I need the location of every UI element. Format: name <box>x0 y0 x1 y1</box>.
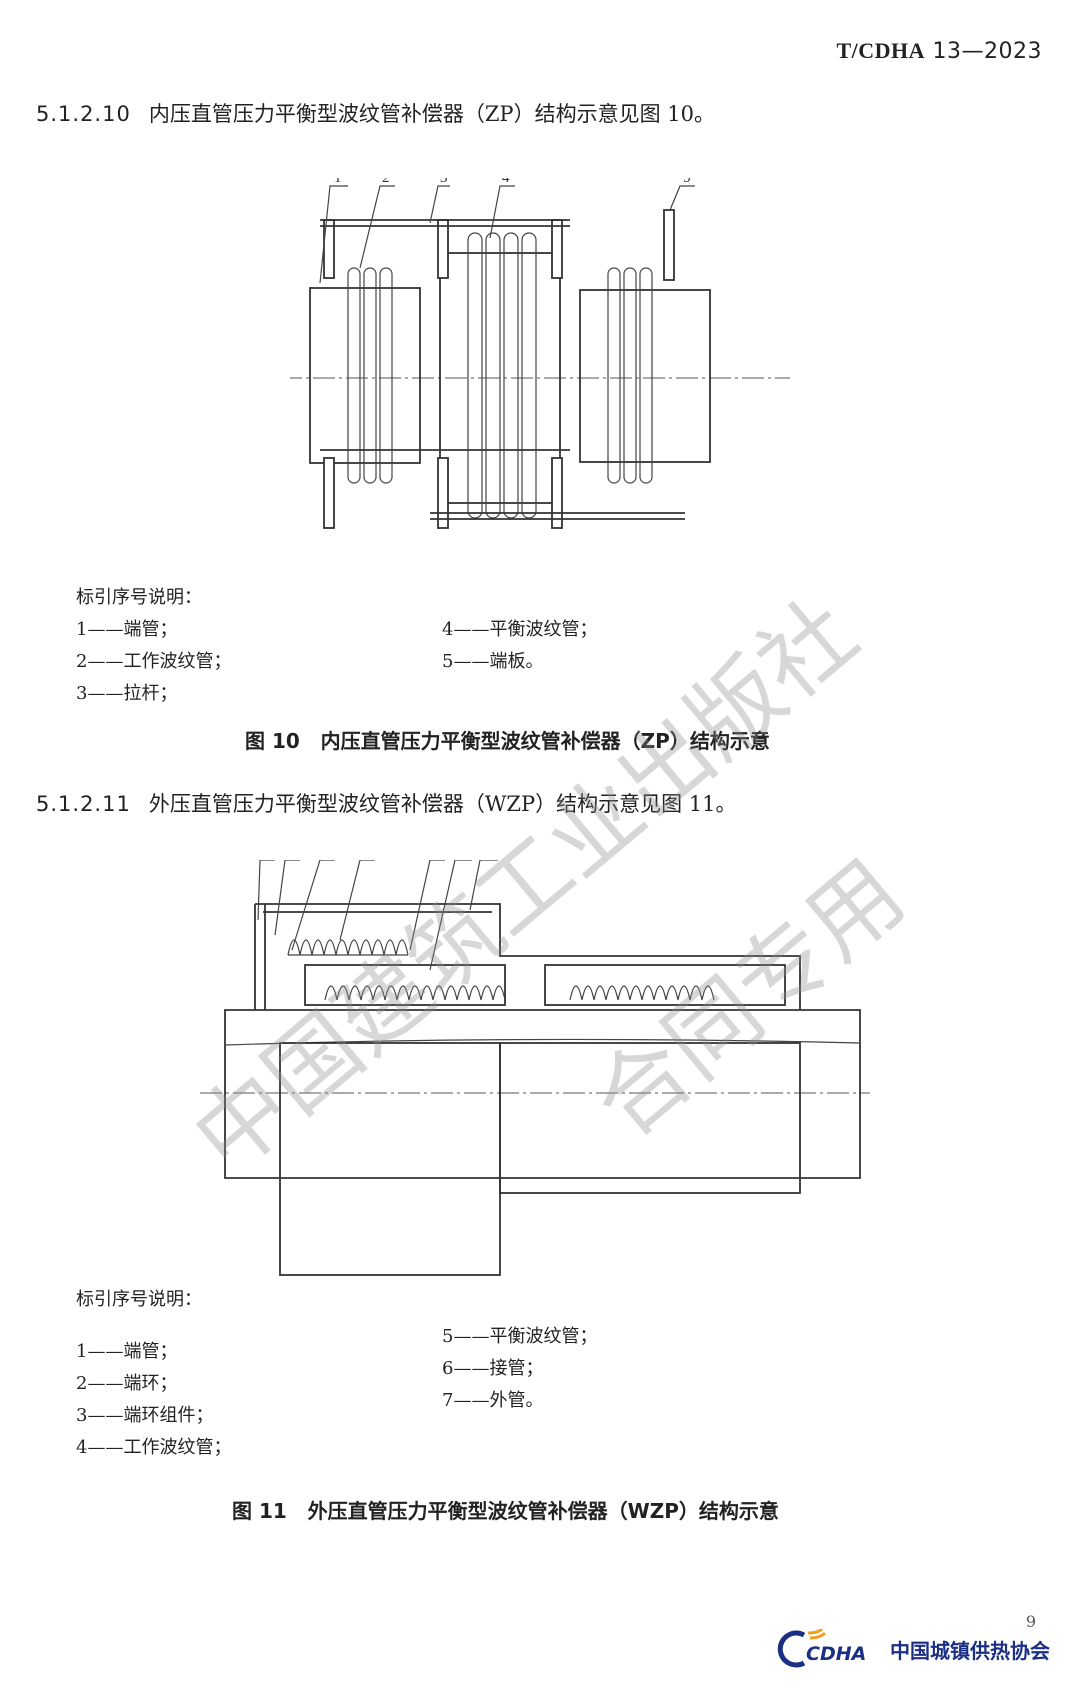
figure-11-caption: 图 11 外压直管压力平衡型波纹管补偿器（WZP）结构示意 <box>232 1499 779 1523</box>
callout-5: 5 <box>683 178 691 186</box>
page-number: 9 <box>1025 1612 1036 1631</box>
doc-code-year: 13—2023 <box>932 39 1042 64</box>
cdha-logo-icon: CDHA <box>777 1629 866 1668</box>
end-pipe-left <box>309 287 421 464</box>
callout-2: 2 <box>382 178 390 186</box>
legend-item: 4——平衡波纹管； <box>442 619 598 640</box>
inner-pipe <box>224 1009 861 1179</box>
clause-5-1-2-11: 5.1.2.11 外压直管压力平衡型波纹管补偿器（WZP）结构示意见图 11。 <box>36 788 737 818</box>
flange-mid-right-top <box>551 219 563 279</box>
callout-4: 4 <box>363 860 371 862</box>
clause-text: 外压直管压力平衡型波纹管补偿器（WZP）结构示意见图 11。 <box>148 792 737 816</box>
callout-6: 6 <box>458 860 466 862</box>
figure-10-caption: 图 10 内压直管压力平衡型波纹管补偿器（ZP）结构示意 <box>245 729 770 753</box>
callout-2: 2 <box>290 860 298 862</box>
working-bellows <box>287 939 409 956</box>
balance-bellows <box>324 985 506 1001</box>
callout-5: 5 <box>433 860 441 862</box>
clause-number: 5.1.2.11 <box>36 792 131 816</box>
clause-5-1-2-10: 5.1.2.10 内压直管压力平衡型波纹管补偿器（ZP）结构示意见图 10。 <box>36 98 715 128</box>
legend-item: 7——外管。 <box>442 1390 544 1411</box>
clause-text: 内压直管压力平衡型波纹管补偿器（ZP）结构示意见图 10。 <box>148 102 715 126</box>
org-name: 中国城镇供热协会 <box>890 1638 1050 1663</box>
legend-item: 2——工作波纹管； <box>76 651 232 672</box>
figure-11-drawing: 1 2 3 4 5 6 7 <box>200 860 870 1276</box>
legend-item: 6——接管； <box>442 1358 544 1379</box>
callout-leaders <box>257 860 498 971</box>
callout-4: 4 <box>502 178 510 186</box>
legend-title-11: 标引序号说明： <box>76 1289 202 1310</box>
end-plate-right <box>663 209 675 281</box>
legend-item: 5——端板。 <box>442 651 544 672</box>
working-bellows-right <box>607 267 653 484</box>
figure-10-drawing: 1 2 3 4 5 <box>290 178 790 529</box>
callout-1: 1 <box>260 860 268 862</box>
callout-leaders <box>319 185 695 284</box>
callout-3: 3 <box>440 178 448 186</box>
balance-bellows <box>467 232 537 519</box>
cdha-logo: CDHA 中国城镇供热协会 <box>772 1629 1050 1669</box>
legend-item: 1——端管； <box>76 1341 178 1362</box>
callout-1: 1 <box>334 178 342 186</box>
flange-mid-right-bottom <box>551 457 563 529</box>
callout-3: 3 <box>325 860 333 862</box>
connecting-pipe <box>499 1042 801 1194</box>
working-bellows-right <box>569 985 715 1001</box>
legend-item: 1——端管； <box>76 619 178 640</box>
clause-number: 5.1.2.10 <box>36 102 131 126</box>
flange-left-bottom <box>323 457 335 529</box>
legend-title-10: 标引序号说明： <box>76 587 202 608</box>
legend-item: 4——工作波纹管； <box>76 1437 232 1458</box>
outer-pipe <box>255 903 801 1010</box>
legend-item: 2——端环； <box>76 1373 178 1394</box>
end-pipe-right <box>579 289 711 463</box>
legend-item: 3——端环组件； <box>76 1405 214 1426</box>
end-pipe <box>279 1042 501 1276</box>
doc-code-prefix: T/CDHA <box>836 38 926 63</box>
callout-7: 7 <box>483 860 491 862</box>
flange-mid-left-bottom <box>437 457 449 529</box>
legend-item: 3——拉杆； <box>76 683 178 704</box>
document-code: T/CDHA 13—2023 <box>836 38 1042 64</box>
working-bellows-left <box>347 267 393 484</box>
flange-mid-left-top <box>437 219 449 279</box>
svg-text:CDHA: CDHA <box>806 1643 866 1665</box>
legend-item: 5——平衡波纹管； <box>442 1326 598 1347</box>
